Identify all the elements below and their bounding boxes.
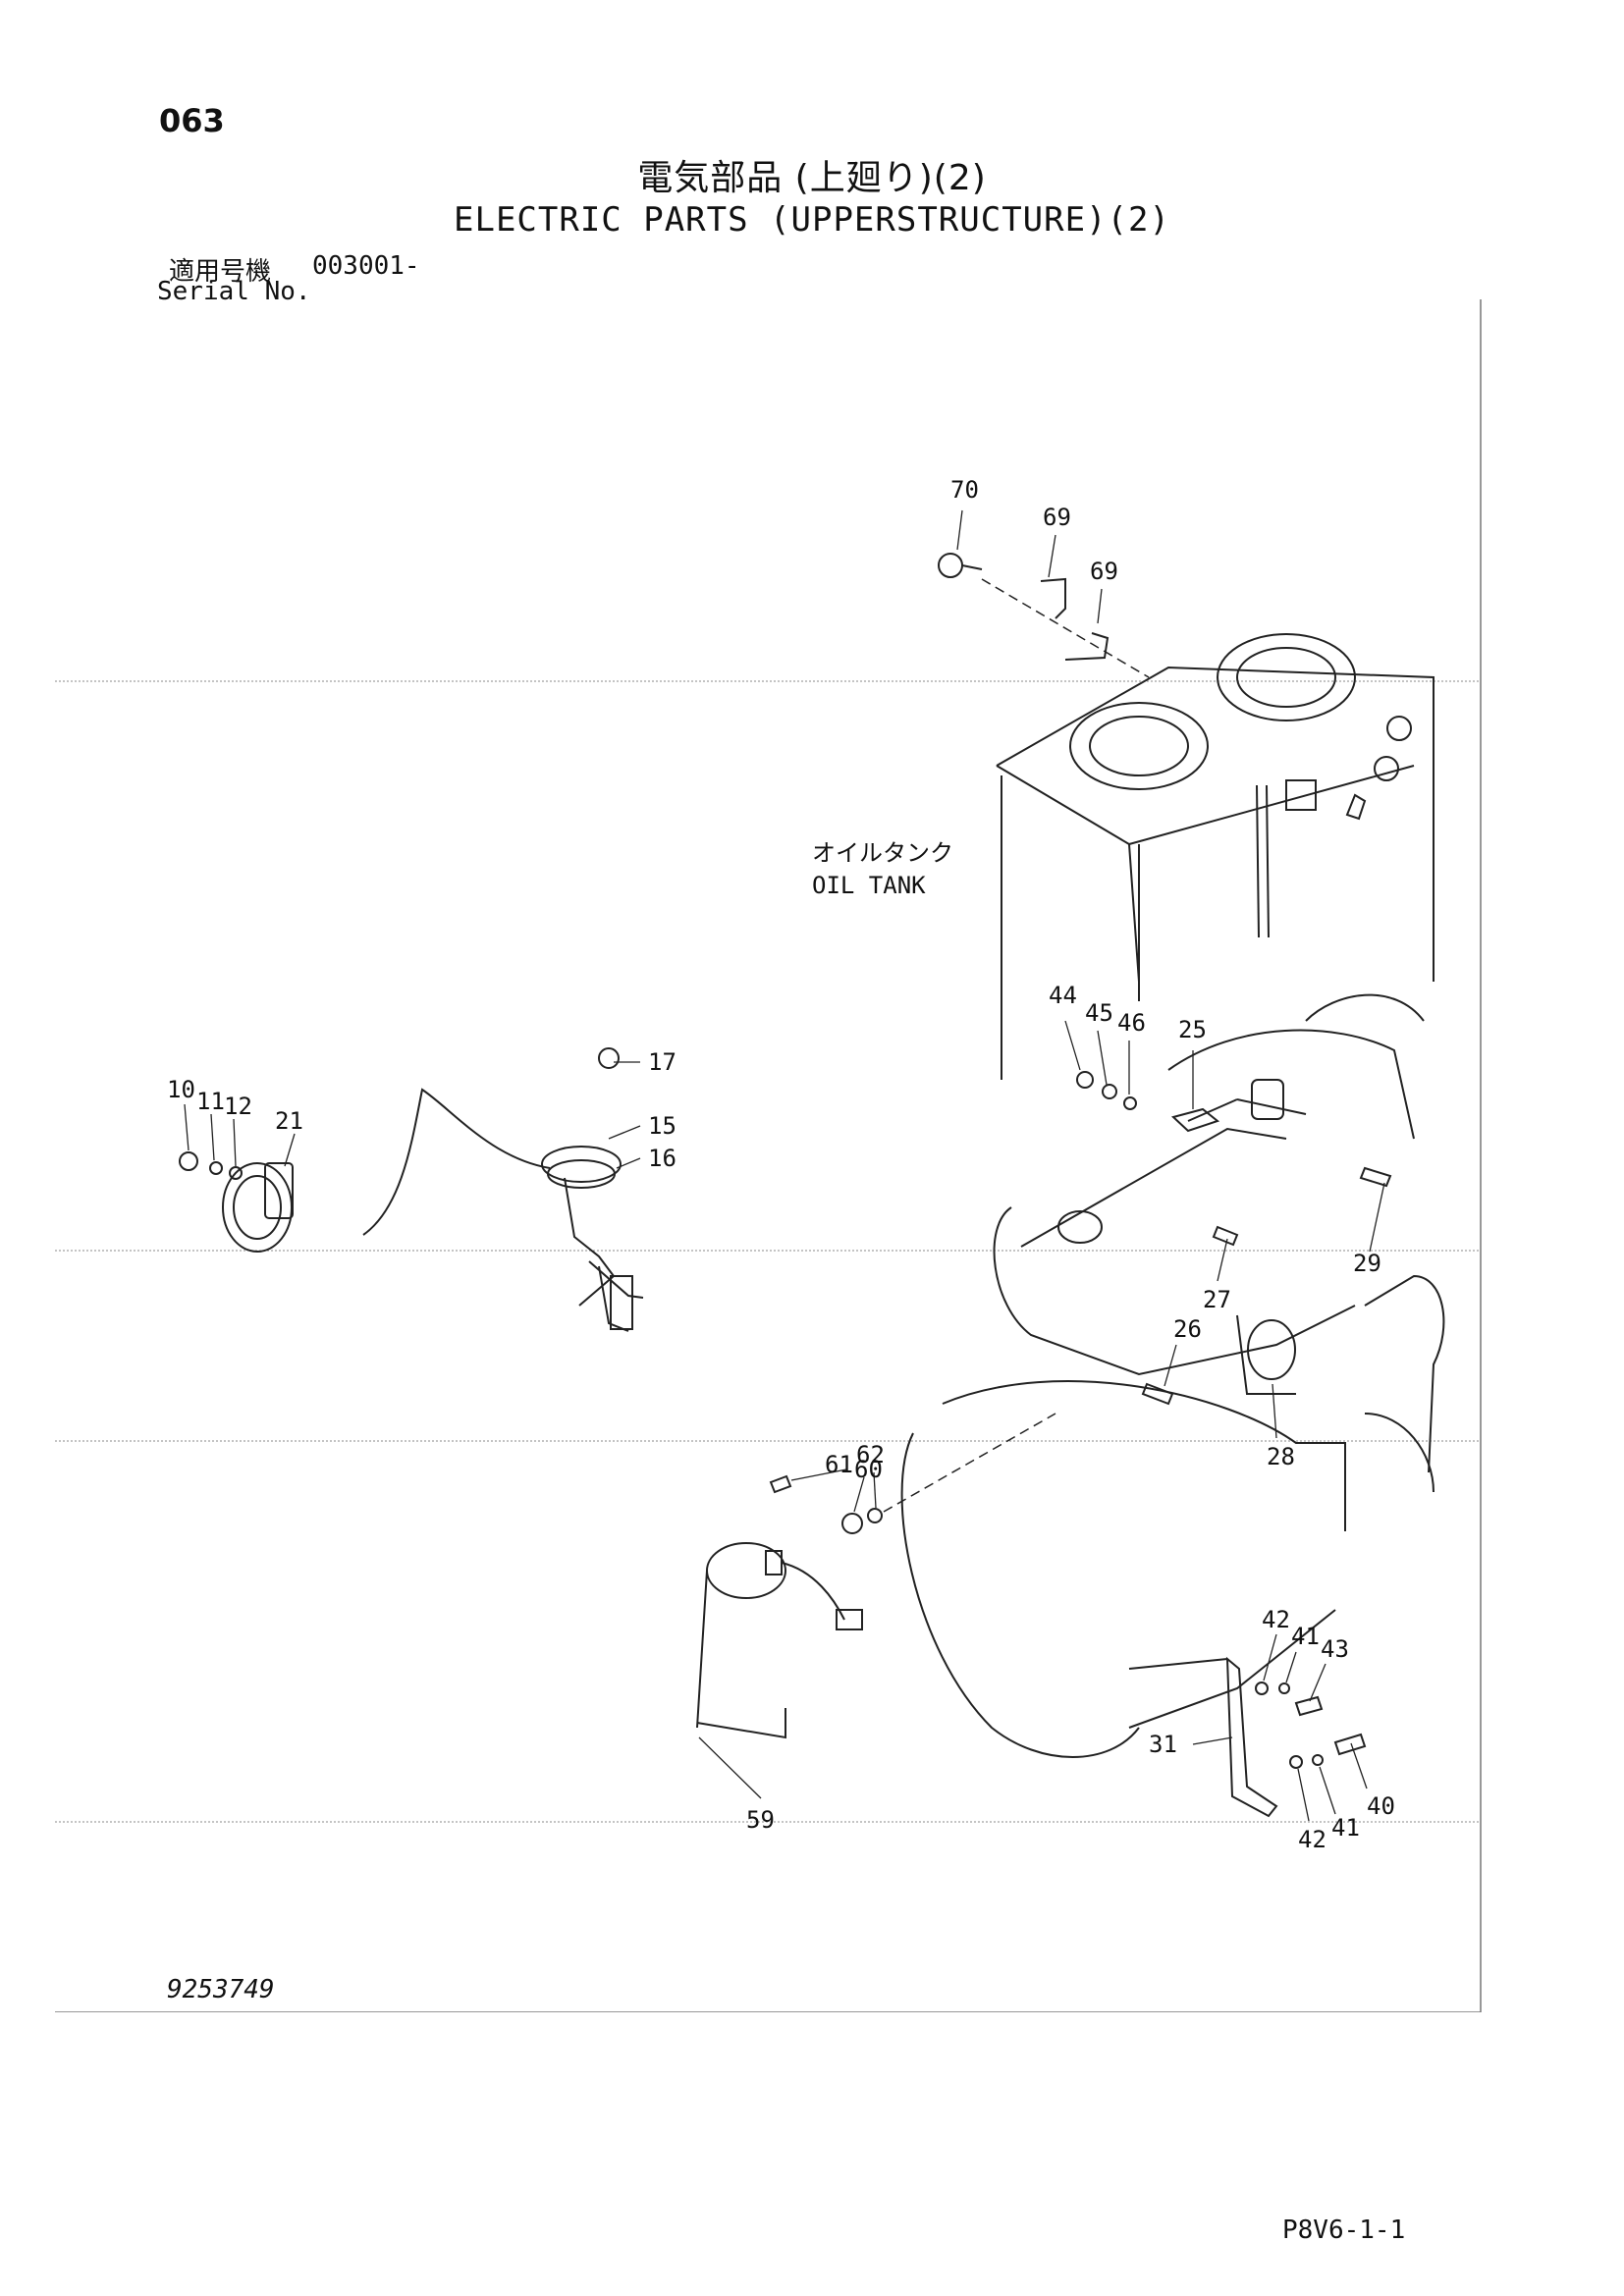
part-number: 43 <box>1321 1635 1349 1663</box>
part-number: 41 <box>1331 1814 1360 1842</box>
part-number: 61 <box>825 1451 853 1478</box>
part-number: 25 <box>1178 1016 1207 1043</box>
sheet-code: P8V6-1-1 <box>1282 2216 1406 2245</box>
part-number: 28 <box>1267 1443 1295 1470</box>
part-number: 45 <box>1085 999 1113 1027</box>
part-number: 17 <box>648 1048 677 1076</box>
part-number: 69 <box>1043 504 1071 531</box>
part-number: 16 <box>648 1145 677 1172</box>
part-number: 69 <box>1090 558 1118 585</box>
oil-tank-drawing <box>996 633 1435 1080</box>
part-number: 42 <box>1262 1606 1290 1633</box>
part-number: 31 <box>1149 1731 1177 1758</box>
page-number: 063 <box>159 102 225 139</box>
part-number: 21 <box>275 1107 303 1135</box>
part-number: 10 <box>167 1076 195 1103</box>
drawing-number: 9253749 <box>167 1975 275 2004</box>
part-number: 60 <box>854 1456 883 1483</box>
oil-tank-label-jp: オイルタンク <box>812 839 953 867</box>
parts-diagram: オイルタンク OIL TANK <box>55 299 1482 2012</box>
serial-value: 003001- <box>312 251 420 281</box>
part-number: 42 <box>1298 1826 1326 1853</box>
serial-label-japanese: 適用号機 <box>169 257 272 287</box>
part-number: 26 <box>1173 1315 1202 1343</box>
part-number-callouts: 70 69 69 44 45 46 25 17 10 11 12 21 15 1… <box>167 476 1395 1853</box>
part-number: 12 <box>224 1093 252 1120</box>
frame-lines <box>55 299 1482 2012</box>
part-number: 62 <box>856 1441 885 1468</box>
sensor-parts <box>179 553 1392 1818</box>
engine-drawing <box>900 993 1445 1758</box>
part-number: 46 <box>1117 1009 1146 1037</box>
part-number: 29 <box>1353 1250 1381 1277</box>
part-number: 44 <box>1049 982 1077 1009</box>
part-number: 27 <box>1203 1286 1231 1313</box>
title-english: ELECTRIC PARTS (UPPERSTRUCTURE)(2) <box>454 200 1170 240</box>
part-number: 59 <box>746 1806 775 1834</box>
title-japanese: 電気部品 (上廻り)(2) <box>637 158 987 198</box>
part-number: 11 <box>196 1088 225 1115</box>
serial-label-english: Serial No. <box>157 277 311 306</box>
part-number: 15 <box>648 1112 677 1140</box>
leader-lines <box>184 509 1385 1822</box>
part-number: 70 <box>950 476 979 504</box>
oil-tank-label-en: OIL TANK <box>812 872 926 899</box>
part-number: 41 <box>1291 1623 1320 1650</box>
part-number: 40 <box>1367 1792 1395 1820</box>
